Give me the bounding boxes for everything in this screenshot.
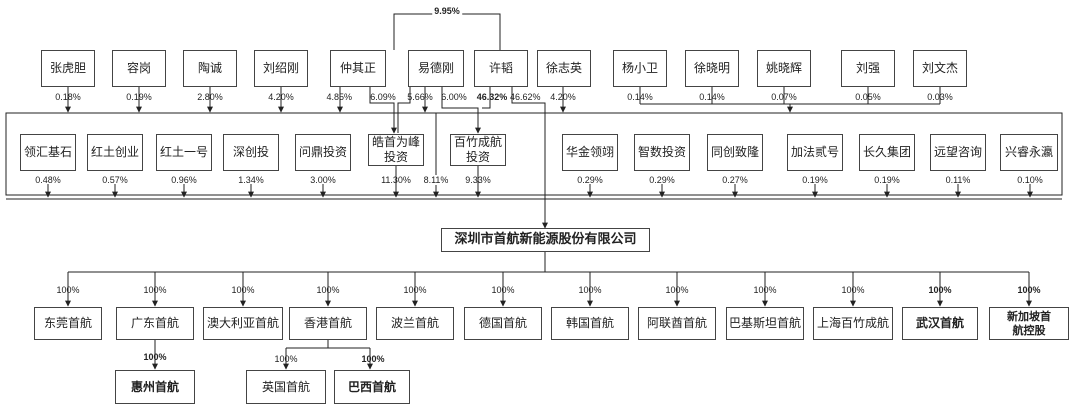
holding-percent: 0.19% [802, 175, 828, 185]
holder-box: 姚晓辉 [757, 50, 811, 87]
subsidiary-box: 新加坡首航控股 [989, 307, 1069, 340]
holding-percent: 0.19% [874, 175, 900, 185]
holding-percent: 0.29% [577, 175, 603, 185]
holding-percent: 100% [274, 354, 298, 364]
subsidiary-box: 巴西首航 [334, 370, 410, 404]
holding-percent: 0.19% [126, 92, 152, 102]
subsidiary-box: 阿联酋首航 [638, 307, 716, 340]
subsidiary-box: 英国首航 [246, 370, 326, 404]
holding-percent: 5.66% [407, 92, 433, 102]
holding-percent: 0.07% [771, 92, 797, 102]
holding-percent: 100% [665, 285, 689, 295]
subsidiary-box: 广东首航 [116, 307, 194, 340]
holding-percent: 100% [753, 285, 777, 295]
holding-percent: 0.14% [699, 92, 725, 102]
holder-box: 深创投 [223, 134, 279, 171]
subsidiary-box: 巴基斯坦首航 [726, 307, 804, 340]
subsidiary-box: 香港首航 [289, 307, 367, 340]
holding-percent: 0.48% [35, 175, 61, 185]
holding-percent: 0.57% [102, 175, 128, 185]
holding-percent: 9.95% [432, 6, 462, 16]
holder-box: 同创致隆 [707, 134, 763, 171]
holding-percent: 46.32% [476, 92, 508, 102]
holding-percent: 9.33% [465, 175, 491, 185]
subsidiary-box: 韩国首航 [551, 307, 629, 340]
holder-box: 刘文杰 [913, 50, 967, 87]
company-box: 深圳市首航新能源股份有限公司 [441, 228, 650, 252]
holding-percent: 6.00% [441, 92, 467, 102]
subsidiary-box: 武汉首航 [902, 307, 978, 340]
holding-percent: 100% [928, 285, 952, 295]
holder-box: 百竹成航投资 [450, 134, 506, 166]
holder-box: 领汇基石 [20, 134, 76, 171]
holder-box: 容岗 [112, 50, 166, 87]
subsidiary-box: 东莞首航 [34, 307, 102, 340]
holding-percent: 0.29% [649, 175, 675, 185]
holding-percent: 4.20% [550, 92, 576, 102]
holder-box: 加法贰号 [787, 134, 843, 171]
holding-percent: 0.10% [1017, 175, 1043, 185]
holding-percent: 100% [578, 285, 602, 295]
holder-box: 长久集团 [859, 134, 915, 171]
holding-percent: 6.09% [370, 92, 396, 102]
holding-percent: 0.96% [171, 175, 197, 185]
holding-percent: 100% [403, 285, 427, 295]
holding-percent: 0.27% [722, 175, 748, 185]
holder-box: 远望咨询 [930, 134, 986, 171]
holding-percent: 100% [361, 354, 385, 364]
holding-percent: 3.00% [310, 175, 336, 185]
holder-box: 皓首为峰投资 [368, 134, 424, 166]
holding-percent: 100% [143, 352, 167, 362]
holding-percent: 100% [841, 285, 865, 295]
subsidiary-box: 上海百竹成航 [813, 307, 893, 340]
holding-percent: 8.11% [423, 175, 449, 185]
holder-box: 华金领翊 [562, 134, 618, 171]
holding-percent: 100% [231, 285, 255, 295]
holder-box: 刘绍刚 [254, 50, 308, 87]
holding-percent: 2.80% [197, 92, 223, 102]
holder-box: 兴睿永瀛 [1000, 134, 1058, 171]
holder-box: 智数投资 [634, 134, 690, 171]
holder-box: 红土创业 [87, 134, 143, 171]
holding-percent: 0.11% [945, 175, 971, 185]
subsidiary-box: 澳大利亚首航 [203, 307, 283, 340]
holder-box: 易德刚 [408, 50, 464, 87]
holding-percent: 0.05% [855, 92, 881, 102]
holding-percent: 46.62% [510, 92, 541, 102]
holding-percent: 100% [56, 285, 80, 295]
holding-percent: 11.30% [381, 175, 411, 185]
holder-box: 刘强 [841, 50, 895, 87]
shareholder-enclosure [5, 112, 1063, 196]
holder-box: 红土一号 [156, 134, 212, 171]
holding-percent: 100% [316, 285, 340, 295]
holder-box: 仲其正 [330, 50, 386, 87]
holding-percent: 0.18% [55, 92, 81, 102]
holding-percent: 4.20% [268, 92, 294, 102]
holding-percent: 0.03% [927, 92, 953, 102]
top-holder-arrows [65, 13, 941, 229]
holding-percent: 100% [1017, 285, 1041, 295]
subsidiary-arrows [65, 252, 1032, 370]
mid-holder-arrows [45, 113, 1033, 198]
subsidiary-box: 波兰首航 [376, 307, 454, 340]
subsidiary-box: 惠州首航 [115, 370, 195, 404]
holder-box: 问鼎投资 [295, 134, 351, 171]
holding-percent: 0.14% [627, 92, 653, 102]
subsidiary-box: 德国首航 [464, 307, 542, 340]
holder-box: 徐晓明 [685, 50, 739, 87]
holder-box: 徐志英 [537, 50, 591, 87]
holder-box: 张虎胆 [41, 50, 95, 87]
holder-box: 许韬 [474, 50, 528, 87]
holding-percent: 1.34% [238, 175, 264, 185]
holding-percent: 100% [491, 285, 515, 295]
holder-box: 陶诚 [183, 50, 237, 87]
holder-box: 杨小卫 [613, 50, 667, 87]
holding-percent: 4.85% [326, 92, 352, 102]
holding-percent: 100% [143, 285, 167, 295]
